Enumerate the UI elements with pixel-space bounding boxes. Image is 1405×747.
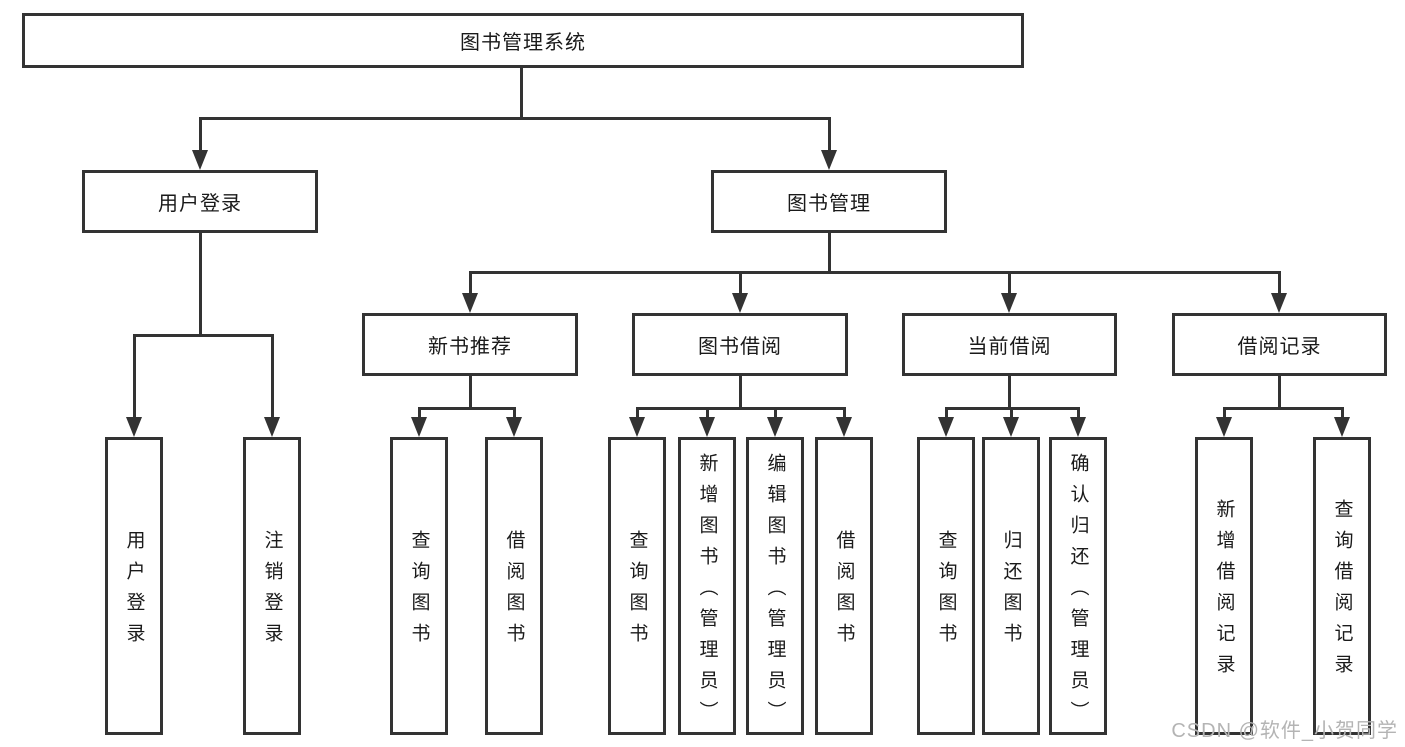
leaf-label: 查询图书 (935, 530, 957, 654)
leaf-label: 查询借阅记录 (1331, 499, 1353, 685)
node-book-management: 图书管理 (711, 170, 947, 233)
leaf-borrow-books-recommend: 借阅图书 (485, 437, 543, 735)
connector-line (1278, 271, 1281, 295)
leaf-borrow-books-borrowing: 借阅图书 (815, 437, 873, 735)
leaf-label: 注销登录 (261, 530, 283, 654)
csdn-watermark: CSDN @软件_小贺同学 (1171, 720, 1398, 742)
leaf-label: 确认归还（管理员） (1067, 452, 1089, 732)
arrow-down-icon (1003, 417, 1019, 437)
leaf-query-books-borrowing: 查询图书 (608, 437, 666, 735)
node-library-management-system: 图书管理系统 (22, 13, 1024, 68)
leaf-label: 编辑图书（管理员） (764, 452, 786, 732)
connector-line (133, 334, 136, 419)
connector-line (1077, 407, 1080, 421)
node-book-borrowing: 图书借阅 (632, 313, 848, 376)
leaf-label: 查询图书 (408, 530, 430, 654)
connector-line (739, 271, 742, 295)
arrow-down-icon (699, 417, 715, 437)
leaf-add-book-admin: 新增图书（管理员） (678, 437, 736, 735)
connector-line (636, 407, 639, 421)
arrow-down-icon (506, 417, 522, 437)
arrow-down-icon (1070, 417, 1086, 437)
connector-line (1341, 407, 1344, 421)
connector-line (469, 376, 472, 407)
connector-line (774, 407, 777, 421)
connector-line (513, 407, 516, 421)
arrow-down-icon (1271, 293, 1287, 313)
arrow-down-icon (264, 417, 280, 437)
arrow-down-icon (767, 417, 783, 437)
leaf-query-books-current: 查询图书 (917, 437, 975, 735)
leaf-label: 新增借阅记录 (1213, 499, 1235, 685)
leaf-query-borrow-record: 查询借阅记录 (1313, 437, 1371, 735)
connector-line (828, 233, 831, 271)
node-current-borrowing: 当前借阅 (902, 313, 1117, 376)
leaf-query-books-recommend: 查询图书 (390, 437, 448, 735)
connector-line (199, 233, 202, 334)
arrow-down-icon (629, 417, 645, 437)
arrow-down-icon (1334, 417, 1350, 437)
connector-line (1008, 376, 1011, 407)
connector-line (636, 407, 845, 410)
connector-line (1278, 376, 1281, 407)
connector-line (133, 334, 274, 337)
connector-line (1008, 271, 1011, 295)
connector-line (418, 407, 516, 410)
leaf-label: 查询图书 (626, 530, 648, 654)
arrow-down-icon (938, 417, 954, 437)
arrow-down-icon (1001, 293, 1017, 313)
connector-line (843, 407, 846, 421)
connector-line (199, 117, 831, 120)
leaf-label: 归还图书 (1000, 530, 1022, 654)
node-user-login: 用户登录 (82, 170, 318, 233)
connector-line (706, 407, 709, 421)
arrow-down-icon (462, 293, 478, 313)
leaf-add-borrow-record: 新增借阅记录 (1195, 437, 1253, 735)
connector-line (418, 407, 421, 421)
node-new-book-recommendation: 新书推荐 (362, 313, 578, 376)
connector-line (828, 117, 831, 152)
leaf-return-book: 归还图书 (982, 437, 1040, 735)
connector-line (469, 271, 1281, 274)
arrow-down-icon (411, 417, 427, 437)
arrow-down-icon (126, 417, 142, 437)
leaf-confirm-return-admin: 确认归还（管理员） (1049, 437, 1107, 735)
connector-line (1223, 407, 1226, 421)
arrow-down-icon (836, 417, 852, 437)
node-borrowing-records: 借阅记录 (1172, 313, 1387, 376)
connector-line (469, 271, 472, 295)
connector-line (1010, 407, 1013, 421)
leaf-label: 用户登录 (123, 530, 145, 654)
connector-line (1223, 407, 1343, 410)
connector-line (520, 68, 523, 117)
leaf-logout: 注销登录 (243, 437, 301, 735)
leaf-user-login: 用户登录 (105, 437, 163, 735)
arrow-down-icon (192, 150, 208, 170)
connector-line (199, 117, 202, 152)
connector-line (945, 407, 948, 421)
leaf-label: 借阅图书 (833, 530, 855, 654)
arrow-down-icon (821, 150, 837, 170)
connector-line (739, 376, 742, 407)
leaf-label: 借阅图书 (503, 530, 525, 654)
connector-line (271, 334, 274, 419)
arrow-down-icon (732, 293, 748, 313)
arrow-down-icon (1216, 417, 1232, 437)
leaf-label: 新增图书（管理员） (696, 452, 718, 732)
leaf-edit-book-admin: 编辑图书（管理员） (746, 437, 804, 735)
